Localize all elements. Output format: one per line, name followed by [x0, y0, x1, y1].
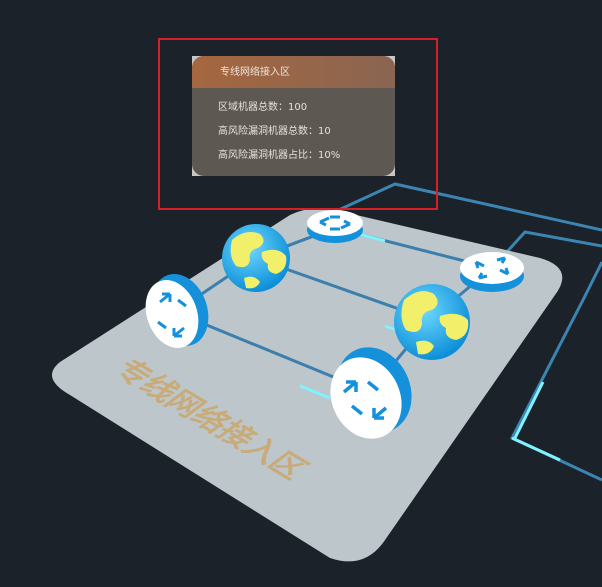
stat-value: 100 — [288, 102, 308, 113]
zone-info-card-title: 专线网络接入区 — [192, 56, 395, 88]
stat-label: 区域机器总数： — [218, 102, 288, 113]
stat-high-risk-machines: 高风险漏洞机器总数：10 — [218, 120, 395, 144]
globe-right-icon[interactable] — [394, 284, 470, 360]
zone-info-card-panel: 专线网络接入区 区域机器总数：100 高风险漏洞机器总数：10 高风险漏洞机器占… — [192, 56, 395, 176]
stat-label: 高风险漏洞机器占比： — [218, 150, 318, 161]
router-arrows-icon — [474, 256, 510, 280]
stat-value: 10% — [318, 150, 341, 161]
router-arrows-icon — [342, 380, 388, 420]
stat-high-risk-ratio: 高风险漏洞机器占比：10% — [218, 144, 395, 168]
router-arrows-icon — [157, 292, 187, 338]
stat-label: 高风险漏洞机器总数： — [218, 126, 318, 137]
globe-left-icon[interactable] — [222, 224, 290, 292]
zone-info-card-body: 区域机器总数：100 高风险漏洞机器总数：10 高风险漏洞机器占比：10% — [192, 88, 395, 168]
router-right[interactable] — [460, 252, 524, 292]
selection-highlight — [158, 38, 438, 210]
zone-info-card: 专线网络接入区 区域机器总数：100 高风险漏洞机器总数：10 高风险漏洞机器占… — [192, 56, 395, 176]
router-top[interactable] — [307, 210, 363, 243]
stat-total-machines: 区域机器总数：100 — [218, 96, 395, 120]
router-arrows-icon — [319, 215, 351, 231]
router-left[interactable] — [137, 266, 218, 355]
router-bottom[interactable] — [317, 335, 425, 451]
stat-value: 10 — [318, 126, 331, 137]
